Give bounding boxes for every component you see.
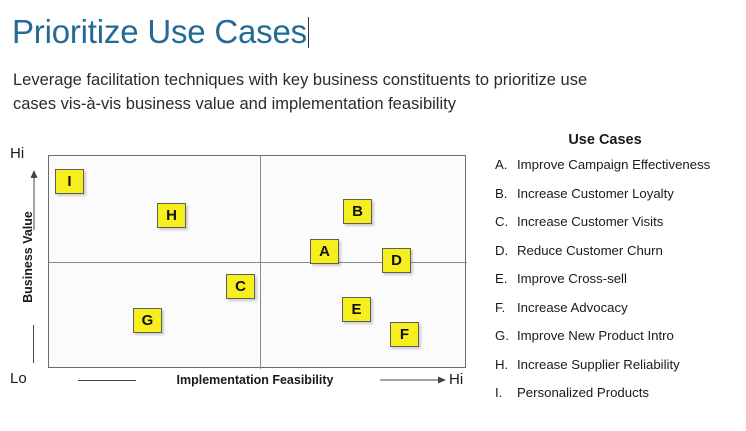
x-axis-title: Implementation Feasibility <box>176 373 334 387</box>
prioritization-matrix-chart: Hi Lo Business Value I H B A D C E G F I… <box>0 130 500 400</box>
y-axis-high-label: Hi <box>10 145 25 162</box>
list-item: G. Improve New Product Intro <box>495 328 741 344</box>
legend-key: H. <box>495 356 509 372</box>
list-item: F. Increase Advocacy <box>495 300 741 316</box>
list-item: I. Personalized Products <box>495 385 741 401</box>
use-case-marker-g[interactable]: G <box>133 308 162 333</box>
legend-label: Improve New Product Intro <box>517 328 674 343</box>
list-item: C. Increase Customer Visits <box>495 214 741 230</box>
page-title: Prioritize Use Cases <box>12 12 309 52</box>
use-case-marker-h[interactable]: H <box>157 203 186 228</box>
list-item: H. Increase Supplier Reliability <box>495 357 741 373</box>
legend-label: Increase Advocacy <box>517 299 628 315</box>
use-case-marker-i[interactable]: I <box>55 169 84 194</box>
use-case-marker-b[interactable]: B <box>343 199 372 224</box>
x-axis-right-arrow-icon <box>380 376 446 384</box>
y-axis-lower-rule <box>33 325 34 363</box>
list-item: E. Improve Cross-sell <box>495 271 741 287</box>
legend-title: Use Cases <box>568 132 642 148</box>
list-item: A. Improve Campaign Effectiveness <box>495 157 741 173</box>
use-case-marker-f[interactable]: F <box>390 322 419 347</box>
use-case-marker-e[interactable]: E <box>342 297 371 322</box>
legend-label: Improve Cross-sell <box>517 271 627 286</box>
legend-key: G. <box>495 328 509 343</box>
legend-label: Increase Customer Visits <box>517 214 664 229</box>
use-case-marker-c[interactable]: C <box>226 274 255 299</box>
legend-key: D. <box>495 242 509 258</box>
legend-label: Improve Campaign Effectiveness <box>517 157 711 172</box>
legend-label: Personalized Products <box>517 385 649 400</box>
y-axis-up-arrow-icon <box>30 170 38 230</box>
y-axis-low-label: Lo <box>10 370 27 387</box>
use-cases-legend: Use Cases A. Improve Campaign Effectiven… <box>495 132 741 414</box>
list-item: D. Reduce Customer Churn <box>495 243 741 259</box>
quadrant-divider-horizontal <box>49 262 467 263</box>
legend-key: F. <box>495 299 506 315</box>
page-title-text: Prioritize Use Cases <box>12 13 307 50</box>
use-case-marker-d[interactable]: D <box>382 248 411 273</box>
legend-key: I. <box>495 385 503 400</box>
legend-key: E. <box>495 271 508 286</box>
x-axis-left-rule <box>78 380 136 381</box>
legend-key: A. <box>495 157 508 172</box>
legend-label: Increase Customer Loyalty <box>517 185 674 201</box>
legend-label: Reduce Customer Churn <box>517 242 663 258</box>
legend-label: Increase Supplier Reliability <box>517 356 680 372</box>
text-cursor <box>307 17 309 48</box>
legend-key: C. <box>495 214 509 229</box>
page-subtitle: Leverage facilitation techniques with ke… <box>13 71 588 113</box>
use-case-marker-a[interactable]: A <box>310 239 339 264</box>
legend-key: B. <box>495 185 508 201</box>
x-axis-high-label: Hi <box>449 371 464 388</box>
list-item: B. Increase Customer Loyalty <box>495 186 741 202</box>
